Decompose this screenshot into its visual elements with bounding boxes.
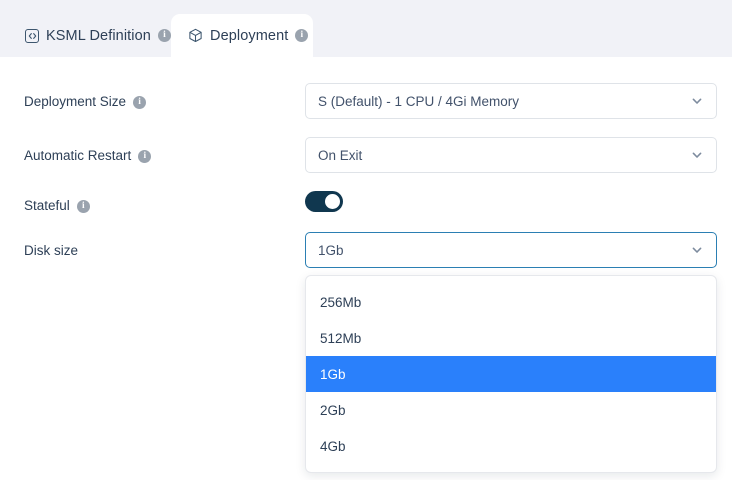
dropdown-option-1gb[interactable]: 1Gb [306,356,716,392]
tab-deployment[interactable]: Deployment i [171,14,313,57]
form-row-deployment-size: Deployment Size i S (Default) - 1 CPU / … [0,83,732,119]
option-label: 4Gb [320,438,346,454]
field-label-disk-size: Disk size [24,232,78,268]
info-icon[interactable]: i [295,29,309,42]
select-value: 1Gb [318,242,344,258]
toggle-knob [325,194,340,209]
field-label-automatic-restart: Automatic Restart i [24,137,152,173]
dropdown-option-512mb[interactable]: 512Mb [306,320,716,356]
dropdown-option-256mb[interactable]: 256Mb [306,284,716,320]
form-row-disk-size: Disk size 1Gb [0,232,732,268]
field-control: On Exit [305,137,717,173]
dropdown-option-4gb[interactable]: 4Gb [306,428,716,464]
automatic-restart-select[interactable]: On Exit [305,137,717,173]
chevron-down-icon [690,243,704,257]
form-row-stateful: Stateful i [0,187,732,223]
disk-size-select[interactable]: 1Gb [305,232,717,268]
option-label: 256Mb [320,294,362,310]
select-value: S (Default) - 1 CPU / 4Gi Memory [318,93,520,109]
select-value: On Exit [318,147,363,163]
field-control [305,187,717,223]
label-text: Disk size [24,242,79,258]
field-control: S (Default) - 1 CPU / 4Gi Memory [305,83,717,119]
disk-size-dropdown-menu: 256Mb 512Mb 1Gb 2Gb 4Gb [305,275,717,473]
info-icon[interactable]: i [157,29,171,42]
info-icon[interactable]: i [138,149,152,163]
field-label-stateful: Stateful i [24,187,90,223]
field-control: 1Gb [305,232,717,268]
tab-label: Deployment [210,27,289,44]
label-text: Stateful [24,197,70,213]
chevron-down-icon [690,94,704,108]
dropdown-option-2gb[interactable]: 2Gb [306,392,716,428]
info-icon[interactable]: i [76,199,90,213]
option-label: 512Mb [320,330,362,346]
code-brackets-icon [25,28,39,43]
deployment-size-select[interactable]: S (Default) - 1 CPU / 4Gi Memory [305,83,717,119]
field-label-deployment-size: Deployment Size i [24,83,147,119]
tab-label: KSML Definition [46,27,151,44]
stateful-toggle[interactable] [305,191,343,212]
option-label: 2Gb [320,402,346,418]
info-icon[interactable]: i [133,95,147,109]
cube-icon [188,28,203,43]
option-label: 1Gb [320,366,346,382]
form-row-automatic-restart: Automatic Restart i On Exit [0,137,732,173]
label-text: Automatic Restart [24,147,132,163]
tab-bar: KSML Definition i Deployment i [0,0,732,57]
label-text: Deployment Size [24,93,127,109]
chevron-down-icon [690,148,704,162]
tab-ksml-definition[interactable]: KSML Definition i [8,14,188,57]
